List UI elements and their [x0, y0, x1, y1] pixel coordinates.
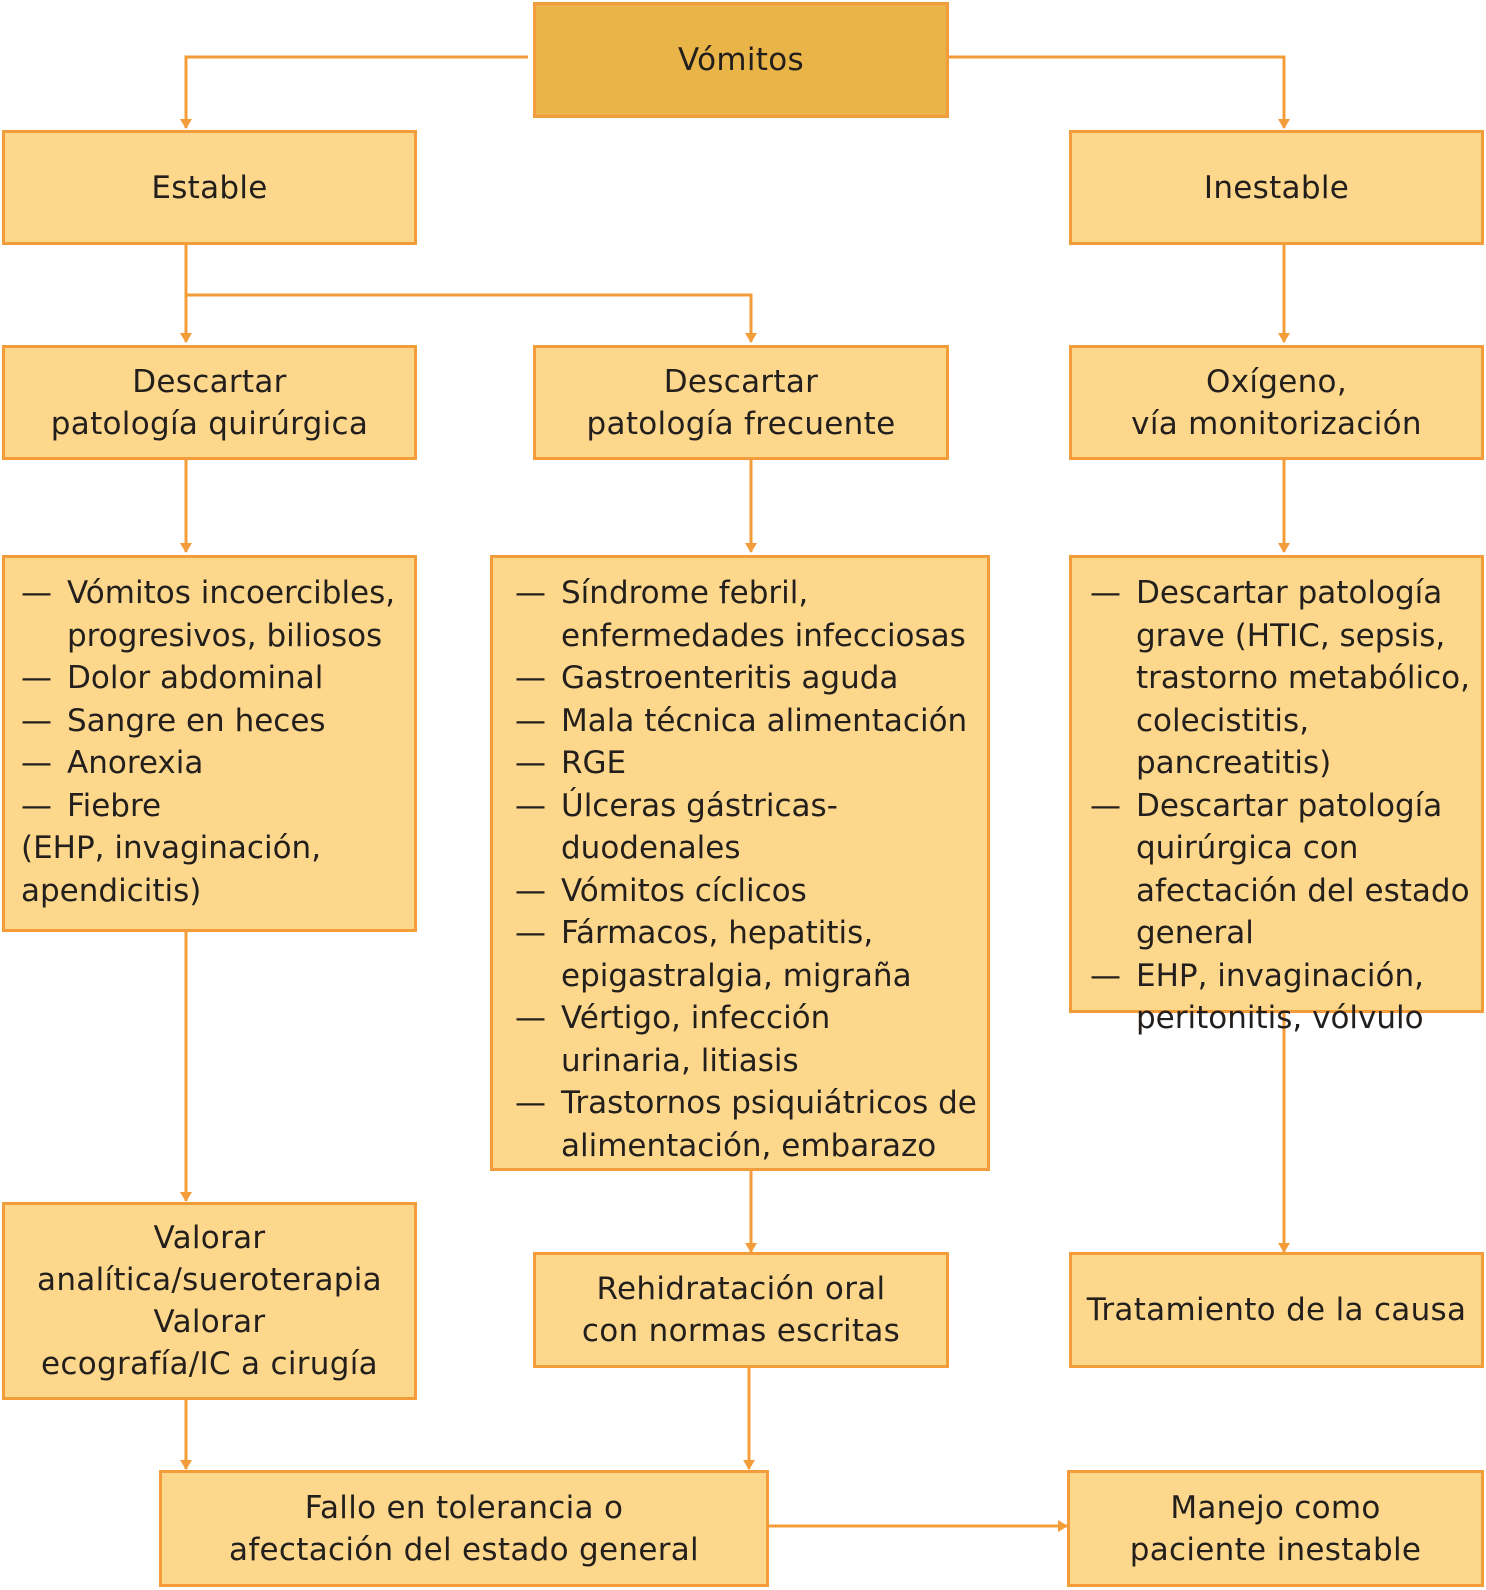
- list-item: —Descartar patología quirúrgica con afec…: [1090, 787, 1470, 952]
- list-item: —Fiebre: [21, 787, 162, 824]
- node-inestable-label: Inestable: [1203, 169, 1350, 206]
- node-estable: Estable: [2, 130, 417, 245]
- node-rehidratacion: Rehidratación oral con normas escritas: [533, 1252, 949, 1368]
- list-item: —Trastornos psiquiátricos de alimentació…: [515, 1085, 977, 1164]
- list-item: —Vómitos cíclicos: [515, 872, 807, 909]
- node-tratamiento-label: Tratamiento de la causa: [1086, 1292, 1467, 1328]
- node-manejo-inestable: Manejo como paciente inestable: [1067, 1470, 1484, 1587]
- node-valorar-analitica: Valorar analítica/sueroterapia Valorar e…: [2, 1202, 417, 1400]
- node-descartar-quirurgica-label: Descartar patología quirúrgica: [50, 363, 369, 442]
- node-fallo-tolerancia-label: Fallo en tolerancia o afectación del est…: [229, 1489, 699, 1568]
- list-note: (EHP, invaginación, apendicitis): [21, 830, 322, 909]
- node-vomitos: Vómitos: [533, 2, 949, 118]
- node-descartar-frecuente: Descartar patología frecuente: [533, 345, 949, 460]
- list-item: —Úlceras gástricas- duodenales: [515, 787, 838, 867]
- list-frequent-causes: —Síndrome febril, enfermedades infeccios…: [490, 555, 990, 1171]
- node-descartar-quirurgica: Descartar patología quirúrgica: [2, 345, 417, 460]
- list-surgical-signs: —Vómitos incoercibles, progresivos, bili…: [2, 555, 417, 932]
- node-oxigeno-label: Oxígeno, vía monitorización: [1131, 363, 1422, 442]
- list-item: —Sangre en heces: [21, 702, 326, 739]
- node-estable-label: Estable: [151, 169, 268, 206]
- list-item: —Descartar patología grave (HTIC, sepsis…: [1090, 575, 1470, 781]
- list-item: —Fármacos, hepatitis, epigastralgia, mig…: [515, 915, 912, 994]
- list-item: —Anorexia: [21, 745, 204, 781]
- node-tratamiento: Tratamiento de la causa: [1069, 1252, 1484, 1368]
- node-rehidratacion-label: Rehidratación oral con normas escritas: [581, 1271, 901, 1349]
- list-item: —EHP, invaginación, peritonitis, vólvulo: [1090, 957, 1424, 1037]
- list-item: —Dolor abdominal: [21, 660, 324, 696]
- list-unstable-checks: —Descartar patología grave (HTIC, sepsis…: [1069, 555, 1484, 1036]
- node-oxigeno: Oxígeno, vía monitorización: [1069, 345, 1484, 460]
- list-item: —Vómitos incoercibles, progresivos, bili…: [21, 575, 396, 654]
- list-item: —Vértigo, infección urinaria, litiasis: [515, 1000, 831, 1079]
- node-valorar-analitica-label: Valorar analítica/sueroterapia Valorar e…: [37, 1220, 382, 1382]
- list-item: —Síndrome febril, enfermedades infeccios…: [515, 575, 966, 654]
- node-inestable: Inestable: [1069, 130, 1484, 245]
- node-vomitos-label: Vómitos: [678, 42, 804, 78]
- list-item: —Gastroenteritis aguda: [515, 660, 899, 696]
- list-item: —Mala técnica alimentación: [515, 702, 968, 739]
- list-item: —RGE: [515, 745, 627, 781]
- node-descartar-frecuente-label: Descartar patología frecuente: [586, 363, 896, 442]
- node-manejo-inestable-label: Manejo como paciente inestable: [1129, 1489, 1422, 1568]
- arrow-root-to-unstable: [936, 55, 1290, 129]
- node-fallo-tolerancia: Fallo en tolerancia o afectación del est…: [159, 1470, 769, 1587]
- arrow-root-to-stable: [180, 55, 528, 129]
- arrow-stable-to-frequent: [186, 293, 757, 343]
